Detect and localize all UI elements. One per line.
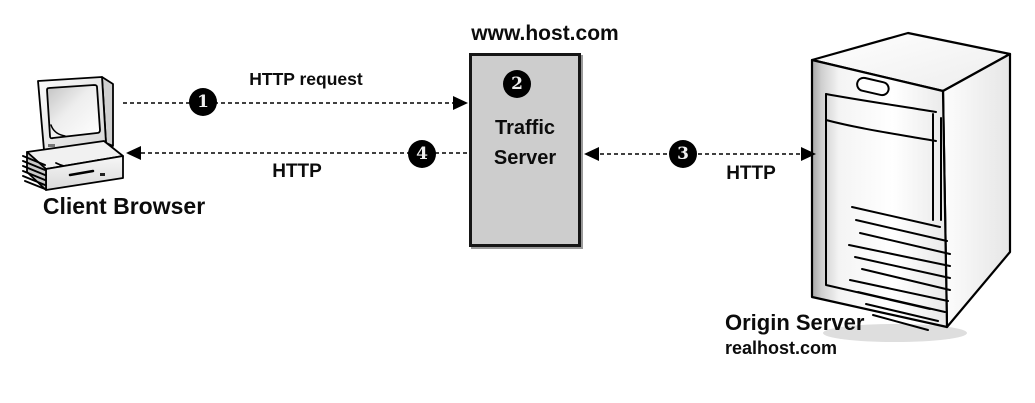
traffic-server-box: Traffic Server xyxy=(469,53,581,247)
step-badge-1: 1 xyxy=(189,88,217,116)
traffic-server-host-label: www.host.com xyxy=(471,22,619,45)
traffic-server-name-line2: Server xyxy=(493,147,557,169)
origin-server-name-label: Origin Server xyxy=(725,310,865,335)
client-computer-icon xyxy=(22,76,124,191)
step-badge-4: 4 xyxy=(408,140,436,168)
http-response-label: HTTP xyxy=(272,161,322,182)
step-badge-3: 3 xyxy=(669,140,697,168)
client-label: Client Browser xyxy=(42,193,206,219)
step-badge-2: 2 xyxy=(503,70,531,98)
origin-server-icon xyxy=(810,31,1012,342)
arrow-origin-exchange xyxy=(584,147,816,161)
arrow-http-response xyxy=(126,146,467,160)
origin-server-host-label: realhost.com xyxy=(725,338,838,358)
arrow-http-request xyxy=(123,96,468,110)
origin-http-label: HTTP xyxy=(726,163,776,184)
http-request-label: HTTP request xyxy=(249,69,363,89)
traffic-server-name-line1: Traffic xyxy=(494,117,556,139)
